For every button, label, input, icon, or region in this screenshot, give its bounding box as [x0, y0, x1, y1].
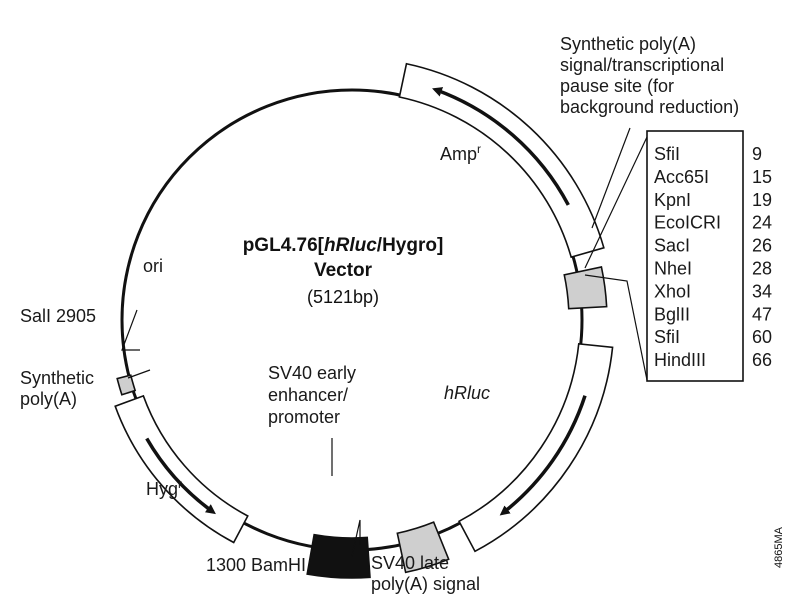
mcs-enzyme: KpnI	[654, 190, 691, 210]
mcs-box	[646, 130, 744, 382]
leader-bamhi	[351, 519, 361, 557]
synthetic-polya-label-line1: Synthetic	[20, 368, 94, 388]
bamhi-label: 1300 BamHI	[206, 555, 306, 575]
mcs-position: 19	[752, 190, 772, 210]
mcs-position: 9	[752, 144, 762, 164]
mcs-enzyme: EcoICRI	[654, 213, 721, 233]
amp-direction-arrow	[432, 87, 570, 206]
pause-site-label-line2: signal/transcriptional	[560, 55, 724, 75]
sv40-early-label-line3: promoter	[268, 407, 340, 427]
hrluc-direction-arrow	[499, 395, 587, 516]
synthetic-polya-label-line2: poly(A)	[20, 389, 77, 409]
amp-label: Ampr	[440, 142, 481, 164]
mcs-enzyme: SfiI	[654, 144, 680, 164]
mcs-enzyme: HindIII	[654, 350, 706, 370]
ori-label: ori	[143, 256, 163, 276]
hyg-label: Hygr	[146, 477, 182, 499]
sv40-late-label-line2: poly(A) signal	[371, 574, 480, 594]
vector-size: (5121bp)	[307, 287, 379, 307]
hrluc-label: hRluc	[444, 383, 490, 403]
leader-pause-site	[591, 127, 631, 229]
mcs-position: 28	[752, 259, 772, 279]
mcs-enzyme: NheI	[654, 259, 692, 279]
mcs-enzyme: BglII	[654, 304, 690, 324]
figure-code: 4865MA	[773, 526, 785, 568]
pause-site-label-line1: Synthetic poly(A)	[560, 34, 696, 54]
leader-sall	[121, 309, 140, 351]
sv40-early-label-line1: SV40 early	[268, 363, 356, 383]
amp-gene-block	[398, 62, 605, 259]
mcs-enzyme: SfiI	[654, 327, 680, 347]
sv40-late-polya-block	[396, 521, 450, 574]
mcs-position: 66	[752, 350, 772, 370]
hrluc-gene-block	[457, 342, 614, 553]
leader-mcs-top	[584, 136, 648, 269]
mcs-position: 34	[752, 281, 772, 301]
synthetic-polya-block	[116, 374, 137, 396]
mcs-enzyme: SacI	[654, 236, 690, 256]
pause-site-label-line3: pause site (for	[560, 76, 674, 96]
leader-synthetic-polya	[127, 369, 151, 379]
pause-site-block	[563, 266, 608, 310]
vector-title-line2: Vector	[314, 260, 373, 281]
sv40-late-label-line1: SV40 late	[371, 553, 449, 573]
leader-lines	[121, 127, 648, 557]
mcs-enzyme: Acc65I	[654, 167, 709, 187]
leader-mcs-bottom	[584, 274, 648, 381]
mcs-position: 24	[752, 213, 772, 233]
hyg-gene-block	[114, 394, 249, 544]
mcs-position: 60	[752, 327, 772, 347]
sv40-early-label-line2: enhancer/	[268, 385, 348, 405]
mcs-position: 47	[752, 304, 772, 324]
mcs-position: 15	[752, 167, 772, 187]
sall-label: SalI 2905	[20, 306, 96, 326]
vector-title: pGL4.76[hRluc/Hygro]	[243, 235, 444, 256]
hyg-direction-arrow	[145, 437, 216, 515]
mcs-enzyme: XhoI	[654, 281, 691, 301]
pause-site-label-line4: background reduction)	[560, 97, 739, 117]
mcs-position: 26	[752, 236, 772, 256]
